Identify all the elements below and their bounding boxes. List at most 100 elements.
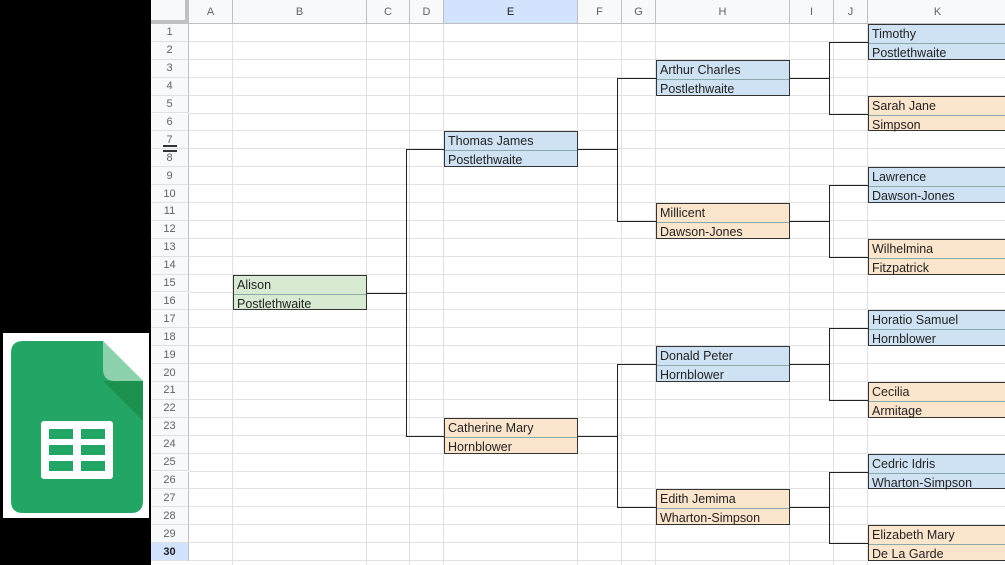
- connector-line: [617, 77, 618, 222]
- column-header-f[interactable]: F: [578, 0, 622, 24]
- row-header-9[interactable]: 9: [151, 167, 189, 186]
- connector-line: [829, 41, 830, 115]
- column-header-d[interactable]: D: [410, 0, 444, 24]
- connector-line: [617, 364, 618, 509]
- person-surname-line: Postlethwaite: [660, 81, 735, 96]
- person-name-line: Cedric Idris: [869, 455, 1005, 474]
- row-header-22[interactable]: 22: [151, 399, 189, 418]
- connector-line: [829, 185, 868, 187]
- row-header-21[interactable]: 21: [151, 382, 189, 400]
- connector-line: [790, 77, 829, 79]
- connector-line: [829, 256, 868, 258]
- person-name-line: Arthur Charles: [657, 61, 789, 80]
- row-header-30[interactable]: 30: [151, 543, 189, 561]
- row-header-11[interactable]: 11: [151, 203, 189, 221]
- connector-line: [617, 507, 656, 509]
- row-header-27[interactable]: 27: [151, 489, 189, 508]
- row-header-23[interactable]: 23: [151, 417, 189, 436]
- column-header-b[interactable]: B: [233, 0, 367, 24]
- person-surname-line: Wharton-Simpson: [660, 511, 761, 526]
- connector-line: [829, 41, 868, 43]
- row-header-7[interactable]: 7: [151, 131, 189, 150]
- column-header-h[interactable]: H: [656, 0, 790, 24]
- row-header-12[interactable]: 12: [151, 220, 189, 239]
- row-header-1[interactable]: 1: [151, 24, 189, 42]
- column-header-i[interactable]: I: [790, 0, 834, 24]
- row-header-8[interactable]: 8: [151, 149, 189, 168]
- row-header-3[interactable]: 3: [151, 59, 189, 78]
- row-header-16[interactable]: 16: [151, 292, 189, 311]
- person-surname-line: Fitzpatrick: [872, 260, 929, 275]
- person-surname-line: Postlethwaite: [237, 296, 312, 311]
- person-surname-line: Wharton-Simpson: [872, 475, 973, 490]
- row-header-19[interactable]: 19: [151, 346, 189, 365]
- column-header-j[interactable]: J: [834, 0, 868, 24]
- row-header-24[interactable]: 24: [151, 435, 189, 454]
- connector-line: [829, 543, 868, 545]
- column-header-e[interactable]: E: [444, 0, 578, 24]
- row-header-13[interactable]: 13: [151, 238, 189, 257]
- row-header-20[interactable]: 20: [151, 364, 189, 382]
- connector-line: [829, 185, 830, 258]
- person-name-line: Alison: [234, 276, 366, 295]
- row-header-2[interactable]: 2: [151, 41, 189, 60]
- row-header-10[interactable]: 10: [151, 185, 189, 203]
- connector-line: [406, 149, 444, 151]
- person-surname-line: Armitage: [872, 404, 923, 418]
- connector-line: [367, 292, 406, 294]
- connector-line: [617, 220, 656, 222]
- person-name-line: Millicent: [657, 204, 789, 223]
- connector-line: [829, 471, 830, 545]
- person-name-line: Elizabeth Mary: [869, 526, 1005, 546]
- row-header-15[interactable]: 15: [151, 274, 189, 293]
- connector-line: [617, 364, 656, 366]
- row-header-29[interactable]: 29: [151, 525, 189, 544]
- person-name-line: Cecilia: [869, 383, 1005, 402]
- drag-handle-icon[interactable]: [163, 150, 177, 152]
- row-header-25[interactable]: 25: [151, 453, 189, 472]
- person-surname-line: Hornblower: [872, 332, 936, 347]
- person-name-line: Catherine Mary: [445, 419, 577, 438]
- person-name-line: Donald Peter: [657, 347, 789, 367]
- person-name-line: Sarah Jane: [869, 97, 1005, 116]
- column-header-k[interactable]: K: [868, 0, 1005, 24]
- column-header-g[interactable]: G: [622, 0, 656, 24]
- row-header-4[interactable]: 4: [151, 77, 189, 96]
- row-header-14[interactable]: 14: [151, 256, 189, 275]
- drag-handle-icon[interactable]: [163, 145, 177, 147]
- column-header-c[interactable]: C: [367, 0, 410, 24]
- person-name-line: Edith Jemima: [657, 490, 789, 510]
- column-header-a[interactable]: A: [189, 0, 233, 24]
- connector-line: [829, 399, 868, 401]
- select-all-corner[interactable]: [151, 0, 189, 24]
- person-name-line: Thomas James: [445, 132, 577, 152]
- connector-line: [790, 364, 829, 366]
- google-sheets-icon: [3, 333, 149, 518]
- person-name-line: Timothy: [869, 25, 1005, 44]
- person-surname-line: Postlethwaite: [448, 153, 523, 168]
- row-header-17[interactable]: 17: [151, 310, 189, 329]
- row-header-6[interactable]: 6: [151, 113, 189, 132]
- row-header-18[interactable]: 18: [151, 328, 189, 347]
- connector-line: [829, 328, 830, 401]
- row-header-5[interactable]: 5: [151, 95, 189, 114]
- row-header-26[interactable]: 26: [151, 471, 189, 490]
- row-header-28[interactable]: 28: [151, 507, 189, 526]
- person-surname-line: Hornblower: [448, 439, 512, 454]
